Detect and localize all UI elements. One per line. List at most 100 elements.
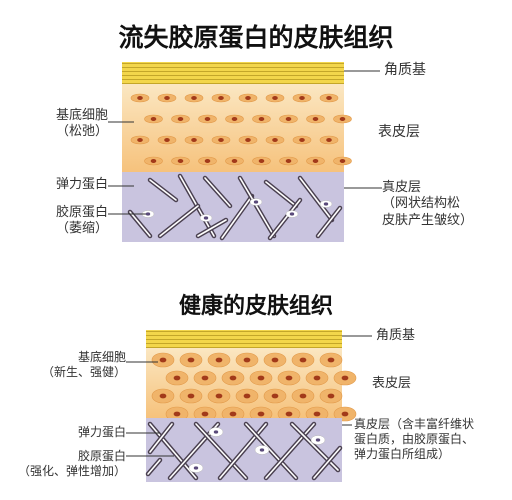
damaged-dermis-note-1: （网状结构松 — [382, 196, 461, 212]
cell-nucleus — [258, 117, 265, 121]
cell-nucleus — [258, 159, 265, 163]
damaged-basal-cells-label: 基底细胞 （松弛） — [22, 108, 108, 141]
healthy-dermis-label: 真皮层（含丰富纤维状 蛋白质，由胶原蛋白、 弹力蛋白所组成） — [354, 417, 474, 462]
healthy-collagen-label: 胶原蛋白 （强化、弹性增加） — [0, 449, 126, 479]
cell-nucleus — [173, 375, 181, 381]
collagen-nucleus — [253, 200, 259, 204]
cell-nucleus — [299, 357, 307, 363]
cell-nucleus — [231, 117, 238, 121]
elastin-fiber-highlight — [265, 181, 297, 207]
damaged-stratum-corneum-layer — [122, 62, 344, 84]
healthy-stratum-corneum-label: 角质基 — [376, 328, 416, 343]
elastin-fiber-highlight — [195, 423, 247, 479]
damaged-basal-cells — [130, 93, 352, 166]
collagen-nucleus — [259, 448, 265, 452]
elastin-fiber-highlight — [313, 447, 341, 479]
collagen-nucleus — [323, 202, 329, 206]
cell-nucleus — [164, 138, 170, 142]
elastin-fiber-highlight — [245, 423, 297, 479]
collagen-nucleus — [213, 430, 219, 434]
healthy-skin-title: 健康的皮肤组织 — [178, 294, 333, 319]
elastin-fiber-highlight — [197, 219, 227, 237]
cell-nucleus — [218, 96, 224, 100]
cell-nucleus — [271, 393, 279, 399]
healthy-collagen-note: （强化、弹性增加） — [17, 464, 126, 478]
healthy-collagen-name: 胶原蛋白 — [77, 449, 126, 463]
cell-nucleus — [159, 393, 167, 399]
cell-nucleus — [177, 159, 184, 163]
cell-nucleus — [299, 393, 307, 399]
cell-nucleus — [204, 159, 211, 163]
cell-nucleus — [191, 138, 197, 142]
healthy-basal-cells-name: 基底细胞 — [77, 350, 126, 364]
healthy-basal-cells-label: 基底细胞 （新生、强健） — [10, 350, 126, 380]
elastin-fiber-highlight — [147, 459, 161, 475]
cell-nucleus — [187, 393, 195, 399]
healthy-epidermis-label: 表皮层 — [372, 376, 412, 391]
cell-nucleus — [299, 138, 305, 142]
cell-nucleus — [272, 138, 278, 142]
cell-nucleus — [285, 375, 293, 381]
cell-nucleus — [257, 375, 265, 381]
damaged-collagen-note: （萎缩） — [55, 221, 108, 237]
elastin-fiber-highlight — [219, 423, 267, 479]
cell-nucleus — [173, 411, 181, 417]
healthy-collagen-cells — [188, 427, 326, 473]
cell-nucleus — [285, 411, 293, 417]
elastin-fiber-highlight — [317, 207, 341, 237]
collagen-nucleus — [145, 212, 151, 216]
collagen-nucleus — [203, 216, 209, 220]
healthy-basal-cells-note: （新生、强健） — [41, 365, 126, 379]
cell-nucleus — [339, 159, 346, 163]
damaged-leader-lines — [108, 70, 382, 215]
cell-nucleus — [327, 357, 335, 363]
cell-nucleus — [191, 96, 197, 100]
cell-nucleus — [204, 117, 211, 121]
damaged-dermis-label: 真皮层 （网状结构松 皮肤产生皱纹） — [382, 180, 473, 229]
cell-nucleus — [271, 357, 279, 363]
cell-nucleus — [243, 357, 251, 363]
healthy-skin-diagram — [145, 330, 357, 482]
cell-nucleus — [201, 375, 209, 381]
elastin-fiber-highlight — [129, 211, 151, 237]
cell-nucleus — [285, 159, 292, 163]
cell-nucleus — [326, 96, 332, 100]
collagen-nucleus — [193, 466, 199, 470]
damaged-collagen-cells — [141, 198, 333, 222]
elastin-fiber-highlight — [265, 423, 315, 479]
cell-nucleus — [187, 357, 195, 363]
cell-nucleus — [312, 159, 319, 163]
collagen-nucleus — [289, 212, 295, 216]
elastin-fiber-highlight — [149, 179, 177, 201]
cell-nucleus — [312, 117, 319, 121]
cell-nucleus — [229, 375, 237, 381]
cell-nucleus — [159, 357, 167, 363]
collagen-nucleus — [315, 438, 321, 442]
damaged-collagen-name: 胶原蛋白 — [55, 205, 108, 220]
elastin-fiber-highlight — [269, 199, 301, 239]
damaged-elastin-label: 弹力蛋白 — [55, 177, 108, 192]
cell-nucleus — [272, 96, 278, 100]
cell-nucleus — [137, 96, 143, 100]
healthy-dermis-line-1: 真皮层（含丰富纤维状 — [354, 417, 475, 431]
cell-nucleus — [285, 117, 292, 121]
healthy-leader-lines — [126, 335, 372, 457]
cell-nucleus — [201, 411, 209, 417]
cell-nucleus — [313, 375, 321, 381]
cell-nucleus — [218, 138, 224, 142]
cell-nucleus — [243, 393, 251, 399]
cell-nucleus — [150, 159, 157, 163]
healthy-dermis-line-2: 蛋白质，由胶原蛋白、 — [354, 432, 475, 446]
damaged-dermis-note-2: 皮肤产生皱纹） — [382, 212, 474, 228]
cell-nucleus — [137, 138, 143, 142]
elastin-fiber-highlight — [299, 177, 333, 221]
damaged-basal-cells-name: 基底细胞 — [55, 108, 108, 123]
elastin-fiber-highlight — [239, 177, 275, 237]
cell-nucleus — [326, 138, 332, 142]
cell-nucleus — [215, 357, 223, 363]
damaged-dermis-name: 真皮层 — [382, 180, 422, 195]
cell-nucleus — [257, 411, 265, 417]
elastin-fiber-highlight — [149, 423, 173, 453]
cell-nucleus — [245, 96, 251, 100]
